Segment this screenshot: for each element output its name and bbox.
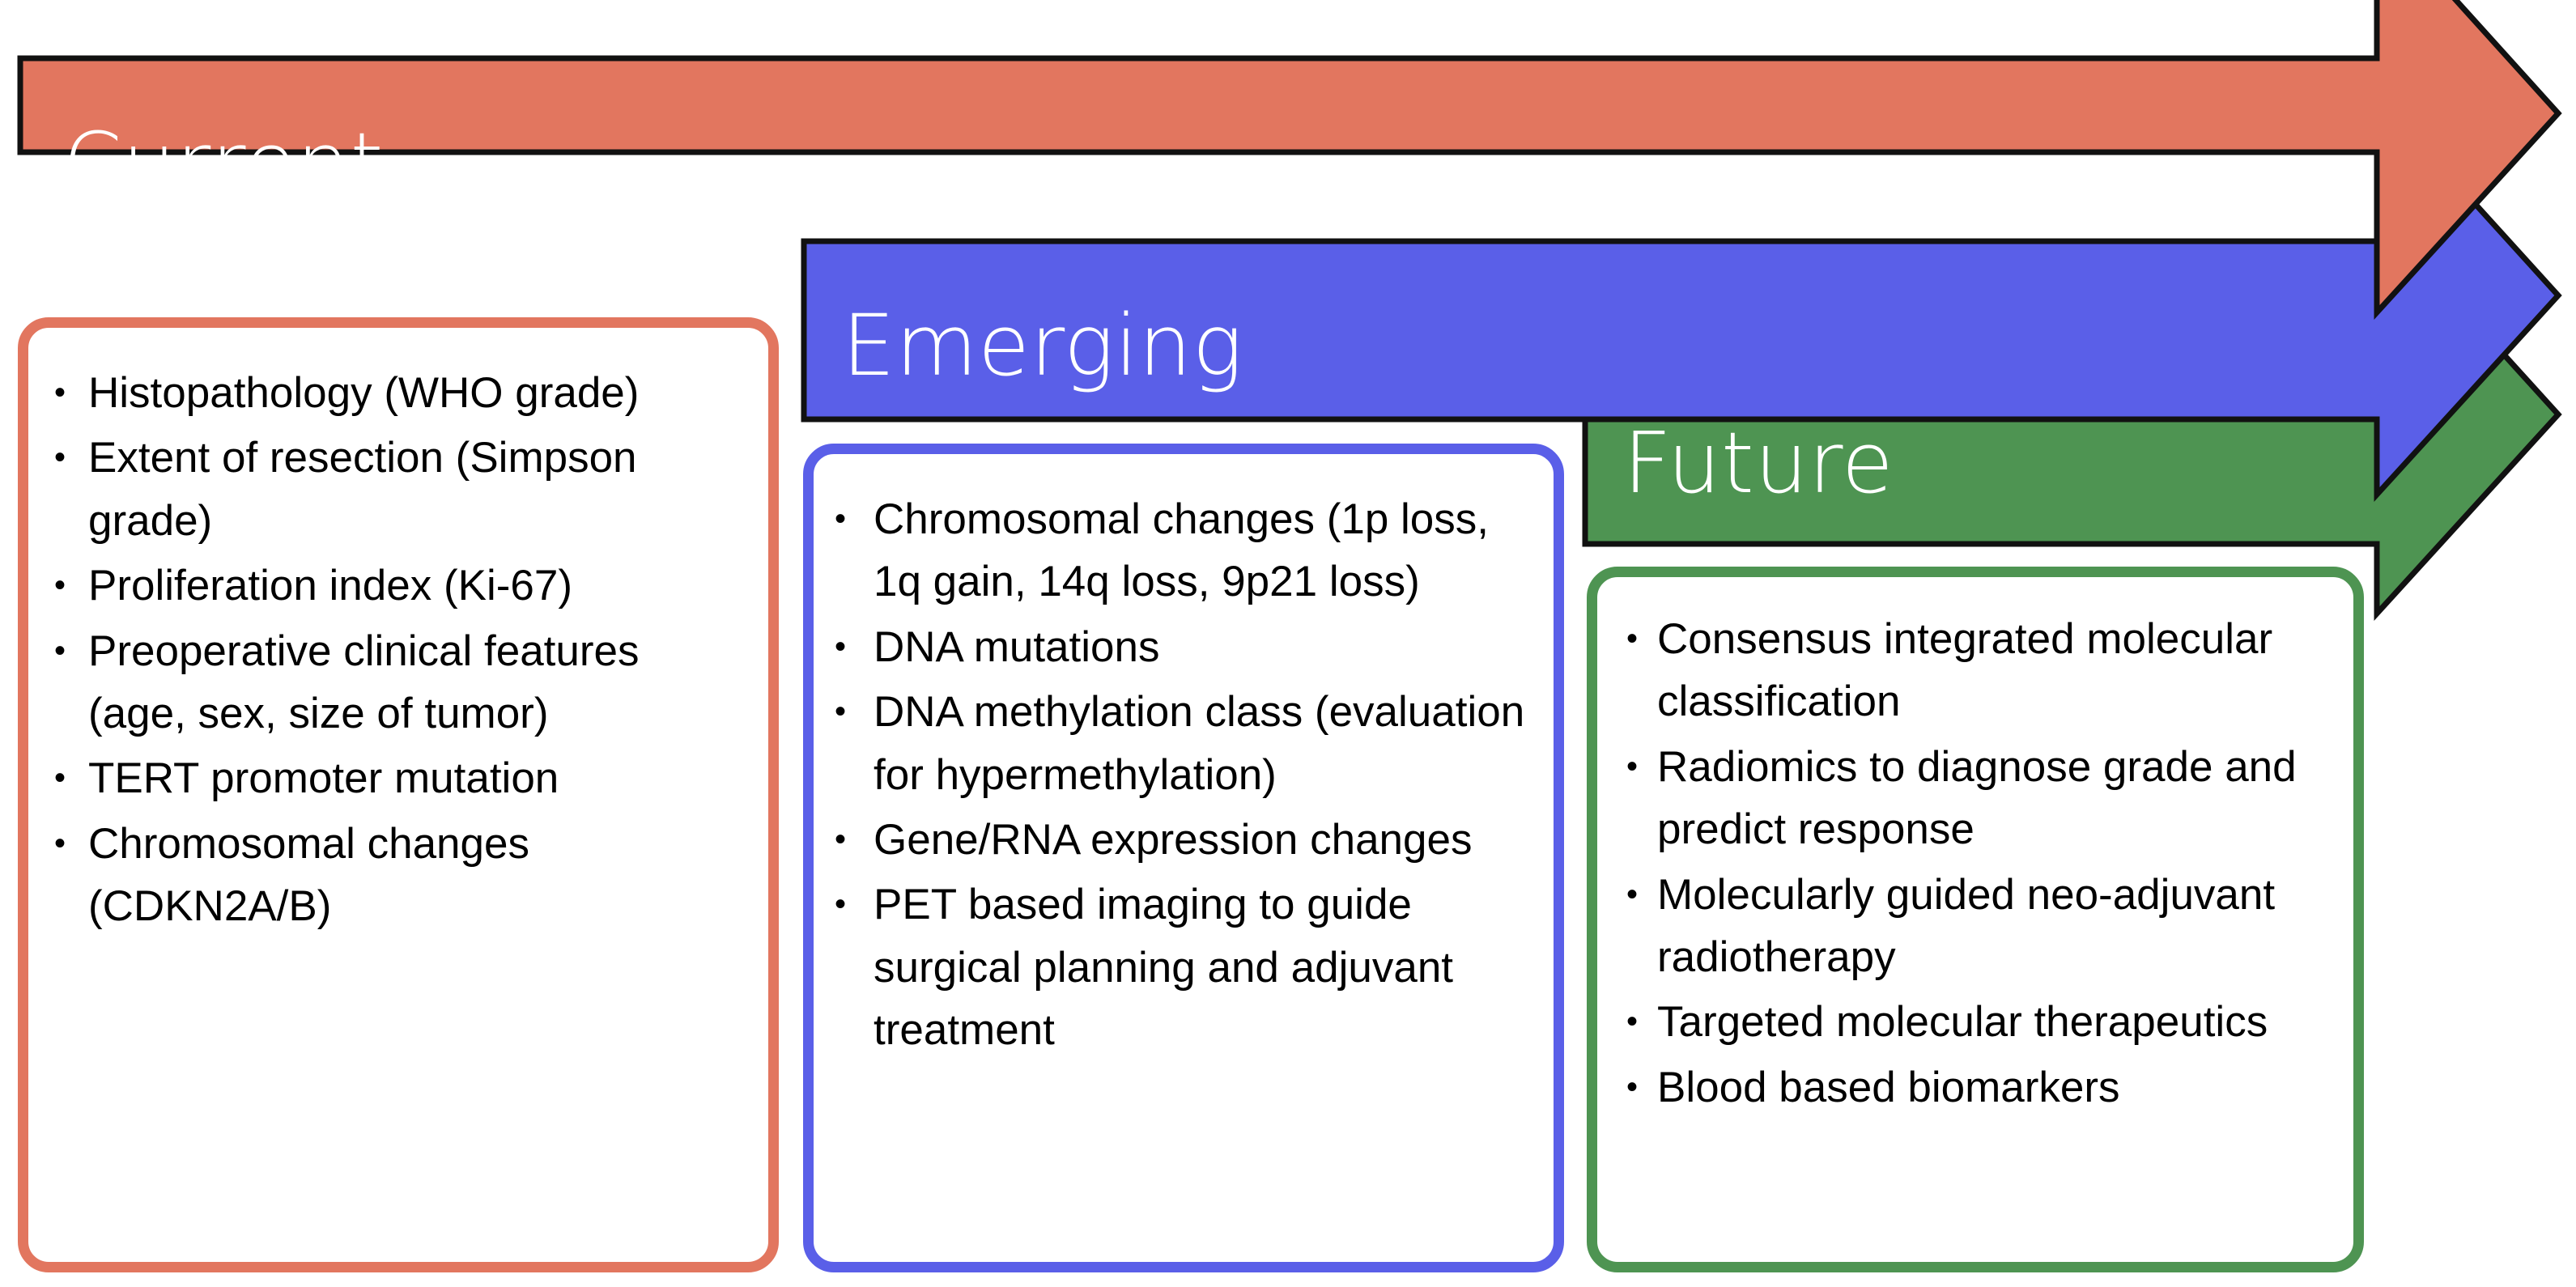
list-item: Chromosomal changes (CDKN2A/B) [54, 813, 747, 938]
list-item: Consensus integrated molecular classific… [1626, 608, 2342, 733]
list-item: Blood based biomarkers [1626, 1056, 2342, 1119]
current-bullet-list: Histopathology (WHO grade) Extent of res… [28, 328, 768, 937]
list-item: Targeted molecular therapeutics [1626, 991, 2342, 1053]
future-bullet-list: Consensus integrated molecular classific… [1597, 577, 2353, 1119]
current-panel: Histopathology (WHO grade) Extent of res… [18, 317, 779, 1272]
list-item: Preoperative clinical features (age, sex… [54, 620, 747, 745]
future-arrow-label: Future [1623, 414, 1894, 512]
emerging-panel: Chromosomal changes (1p loss, 1q gain, 1… [803, 444, 1564, 1272]
current-arrow [17, 0, 2562, 321]
list-item: DNA mutations [835, 616, 1547, 678]
list-item: Gene/RNA expression changes [835, 809, 1547, 871]
list-item: Chromosomal changes (1p loss, 1q gain, 1… [835, 488, 1547, 614]
list-item: DNA methylation class (evaluation for hy… [835, 681, 1547, 806]
list-item: Radiomics to diagnose grade and predict … [1626, 736, 2342, 861]
list-item: Extent of resection (Simpson grade) [54, 427, 747, 552]
list-item: Molecularly guided neo-adjuvant radiothe… [1626, 864, 2342, 989]
future-panel: Consensus integrated molecular classific… [1587, 567, 2364, 1272]
emerging-bullet-list: Chromosomal changes (1p loss, 1q gain, 1… [814, 454, 1554, 1061]
list-item: PET based imaging to guide surgical plan… [835, 873, 1547, 1061]
list-item: Proliferation index (Ki-67) [54, 554, 747, 617]
list-item: Histopathology (WHO grade) [54, 362, 747, 424]
emerging-arrow-label: Emerging [842, 296, 1243, 395]
current-arrow-label: Current [63, 114, 384, 213]
list-item: TERT promoter mutation [54, 747, 747, 809]
